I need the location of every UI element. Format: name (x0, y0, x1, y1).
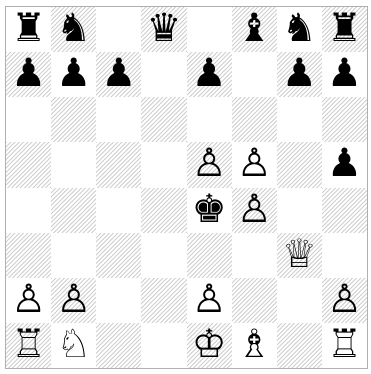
square-f7[interactable] (232, 52, 277, 97)
square-e6[interactable] (187, 97, 232, 142)
square-d4[interactable] (141, 188, 186, 233)
white-king-icon[interactable]: ♔ (192, 325, 227, 364)
square-d5[interactable] (141, 142, 186, 187)
square-f8[interactable]: ♝ (232, 7, 277, 52)
square-d3[interactable] (141, 233, 186, 278)
square-a8[interactable]: ♜ (6, 7, 51, 52)
square-h5[interactable]: ♟ (322, 142, 367, 187)
white-pawn-icon[interactable]: ♙ (56, 280, 91, 319)
black-bishop-icon[interactable]: ♝ (237, 9, 272, 48)
square-d2[interactable] (141, 278, 186, 323)
square-a1[interactable]: ♖ (6, 323, 51, 368)
black-pawn-icon[interactable]: ♟ (282, 54, 317, 93)
square-c8[interactable] (96, 7, 141, 52)
square-b2[interactable]: ♙ (51, 278, 96, 323)
chess-board: ♜ ♞ ♛ ♝ ♞ ♜ ♟ ♟ ♟ ♟ ♟ ♟ ♙ ♙ ♟ ♚ ♙ ♕ ♙ ♙ ♙ ♙ ♖ ♘ ♔ ♗ ♖ (6, 7, 367, 368)
square-h2[interactable]: ♙ (322, 278, 367, 323)
white-bishop-icon[interactable]: ♗ (237, 325, 272, 364)
square-a7[interactable]: ♟ (6, 52, 51, 97)
black-pawn-icon[interactable]: ♟ (56, 54, 91, 93)
black-pawn-icon[interactable]: ♟ (11, 54, 46, 93)
square-a4[interactable] (6, 188, 51, 233)
square-c3[interactable] (96, 233, 141, 278)
square-g8[interactable]: ♞ (277, 7, 322, 52)
square-b6[interactable] (51, 97, 96, 142)
square-c6[interactable] (96, 97, 141, 142)
square-f1[interactable]: ♗ (232, 323, 277, 368)
square-h1[interactable]: ♖ (322, 323, 367, 368)
square-b1[interactable]: ♘ (51, 323, 96, 368)
white-rook-icon[interactable]: ♖ (327, 325, 362, 364)
white-pawn-icon[interactable]: ♙ (11, 280, 46, 319)
white-pawn-icon[interactable]: ♙ (192, 280, 227, 319)
square-e7[interactable]: ♟ (187, 52, 232, 97)
square-c2[interactable] (96, 278, 141, 323)
square-e1[interactable]: ♔ (187, 323, 232, 368)
square-e8[interactable] (187, 7, 232, 52)
square-g7[interactable]: ♟ (277, 52, 322, 97)
square-f2[interactable] (232, 278, 277, 323)
square-f4[interactable]: ♙ (232, 188, 277, 233)
square-g2[interactable] (277, 278, 322, 323)
square-h3[interactable] (322, 233, 367, 278)
square-c5[interactable] (96, 142, 141, 187)
black-pawn-icon[interactable]: ♟ (327, 54, 362, 93)
square-e2[interactable]: ♙ (187, 278, 232, 323)
black-pawn-icon[interactable]: ♟ (101, 54, 136, 93)
square-e3[interactable] (187, 233, 232, 278)
white-knight-icon[interactable]: ♘ (56, 325, 91, 364)
black-rook-icon[interactable]: ♜ (327, 9, 362, 48)
black-king-icon[interactable]: ♚ (192, 190, 227, 229)
square-c7[interactable]: ♟ (96, 52, 141, 97)
square-b3[interactable] (51, 233, 96, 278)
square-b7[interactable]: ♟ (51, 52, 96, 97)
white-queen-icon[interactable]: ♕ (282, 235, 317, 274)
square-h8[interactable]: ♜ (322, 7, 367, 52)
black-pawn-icon[interactable]: ♟ (192, 54, 227, 93)
square-d6[interactable] (141, 97, 186, 142)
square-h6[interactable] (322, 97, 367, 142)
square-c1[interactable] (96, 323, 141, 368)
square-c4[interactable] (96, 188, 141, 233)
square-g3[interactable]: ♕ (277, 233, 322, 278)
square-b8[interactable]: ♞ (51, 7, 96, 52)
black-knight-icon[interactable]: ♞ (282, 9, 317, 48)
square-f3[interactable] (232, 233, 277, 278)
square-a5[interactable] (6, 142, 51, 187)
square-e4[interactable]: ♚ (187, 188, 232, 233)
square-e5[interactable]: ♙ (187, 142, 232, 187)
black-pawn-icon[interactable]: ♟ (327, 144, 362, 183)
black-queen-icon[interactable]: ♛ (146, 9, 181, 48)
square-a6[interactable] (6, 97, 51, 142)
black-knight-icon[interactable]: ♞ (56, 9, 91, 48)
black-rook-icon[interactable]: ♜ (11, 9, 46, 48)
square-h4[interactable] (322, 188, 367, 233)
square-b4[interactable] (51, 188, 96, 233)
white-pawn-icon[interactable]: ♙ (192, 144, 227, 183)
white-pawn-icon[interactable]: ♙ (237, 190, 272, 229)
square-a3[interactable] (6, 233, 51, 278)
white-rook-icon[interactable]: ♖ (11, 325, 46, 364)
square-f5[interactable]: ♙ (232, 142, 277, 187)
square-g5[interactable] (277, 142, 322, 187)
chess-board-frame: ♜ ♞ ♛ ♝ ♞ ♜ ♟ ♟ ♟ ♟ ♟ ♟ ♙ ♙ ♟ ♚ ♙ ♕ ♙ ♙ ♙ ♙ ♖ ♘ ♔ ♗ ♖ (5, 6, 368, 369)
square-h7[interactable]: ♟ (322, 52, 367, 97)
square-d1[interactable] (141, 323, 186, 368)
square-f6[interactable] (232, 97, 277, 142)
square-b5[interactable] (51, 142, 96, 187)
square-a2[interactable]: ♙ (6, 278, 51, 323)
white-pawn-icon[interactable]: ♙ (327, 280, 362, 319)
white-pawn-icon[interactable]: ♙ (237, 144, 272, 183)
square-g4[interactable] (277, 188, 322, 233)
square-d8[interactable]: ♛ (141, 7, 186, 52)
square-d7[interactable] (141, 52, 186, 97)
square-g1[interactable] (277, 323, 322, 368)
square-g6[interactable] (277, 97, 322, 142)
